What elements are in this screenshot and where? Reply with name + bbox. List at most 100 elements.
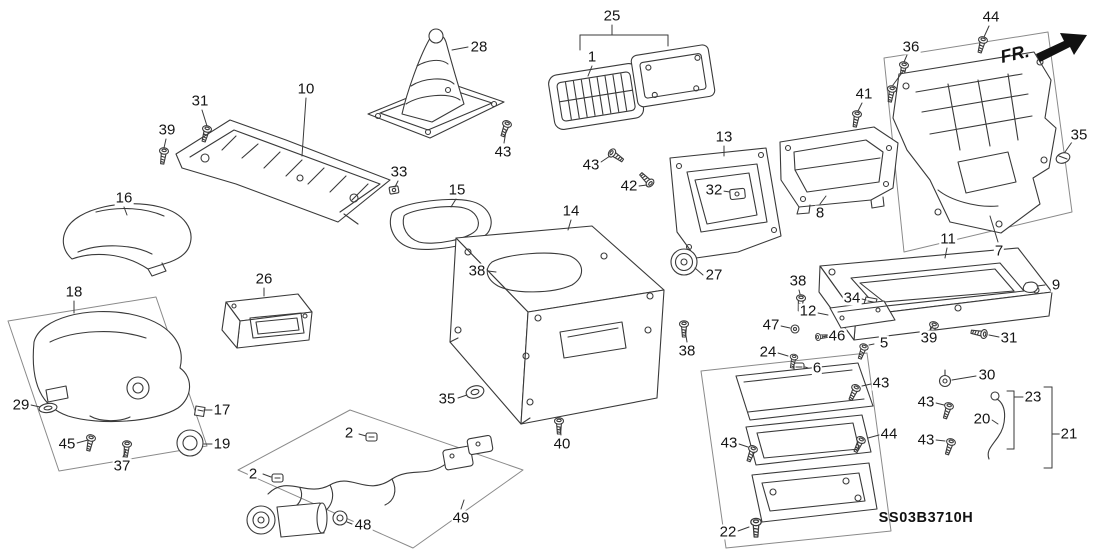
part-label-20: 20: [972, 410, 992, 428]
part-label-44: 44: [879, 425, 899, 443]
leader-line: [262, 473, 272, 478]
lid-group-box: [700, 352, 892, 549]
part-label-1: 1: [586, 48, 598, 66]
part-label-25: 25: [602, 7, 622, 25]
clip-33-icon: [388, 185, 400, 195]
leader-line: [450, 198, 457, 208]
leader-line: [989, 215, 999, 243]
part-label-38: 38: [677, 342, 697, 360]
part-label-35: 35: [437, 390, 457, 408]
clip-17-drawing: [193, 405, 206, 418]
part-label-35: 35: [1069, 126, 1089, 144]
part-label-13: 13: [714, 128, 734, 146]
leader-line: [817, 312, 829, 316]
cord-20-drawing: [987, 391, 1006, 460]
part-label-12: 12: [798, 302, 818, 320]
leader-line: [559, 427, 562, 436]
part-label-33: 33: [389, 163, 409, 181]
part-label-10: 10: [296, 80, 316, 98]
part-label-30: 30: [977, 366, 997, 384]
grommet-35-drawing: [465, 385, 485, 399]
leader-lines: [30, 24, 1073, 532]
part-label-45: 45: [57, 435, 77, 453]
leader-line: [457, 394, 468, 399]
screw-41-icon: [849, 109, 863, 129]
washer-47-drawing: [790, 324, 800, 334]
leader-line: [777, 352, 789, 357]
part-label-7: 7: [993, 242, 1005, 260]
leader-line: [944, 247, 948, 259]
leader-line: [935, 439, 946, 442]
leader-line: [991, 419, 999, 425]
clip-2-drawing: [365, 432, 378, 442]
part-label-42: 42: [619, 177, 639, 195]
leader-line: [1036, 284, 1046, 287]
leader-line: [487, 270, 497, 273]
lid-tray-drawing: [745, 414, 872, 466]
part-label-36: 36: [901, 38, 921, 56]
harness-49-drawing: [267, 434, 494, 514]
screw-43-icon: [942, 437, 957, 457]
fr-arrow-icon: [1036, 33, 1087, 62]
screw-39-icon: [157, 146, 170, 166]
part-label-28: 28: [469, 38, 489, 56]
leader-line: [903, 54, 908, 63]
part-label-8: 8: [814, 204, 826, 222]
fr-arrow: FR.: [998, 33, 1087, 67]
part-label-32: 32: [704, 181, 724, 199]
screw-5-icon: [855, 342, 870, 361]
center-vent-drawing: [548, 63, 645, 130]
heater-garnish-drawing: [175, 119, 391, 225]
part-label-9: 9: [1050, 276, 1062, 294]
cap-27-drawing: [670, 248, 698, 276]
lid-base-drawing: [751, 462, 878, 523]
shift-boot-drawing: [367, 28, 505, 139]
rear-panel-group-box: [883, 31, 1073, 253]
part-label-43: 43: [916, 431, 936, 449]
part-label-43: 43: [493, 143, 513, 161]
column-cover-lower-drawing: [32, 311, 191, 423]
leader-line: [798, 289, 801, 295]
part-label-15: 15: [447, 181, 467, 199]
leader-line: [868, 343, 875, 346]
leader-line: [694, 267, 704, 276]
leader-line: [346, 521, 353, 525]
screw-37-icon: [120, 439, 133, 458]
part-label-19: 19: [212, 435, 232, 453]
leader-line: [684, 329, 688, 343]
diagram-code: SS03B3710H: [878, 510, 974, 526]
leader-line: [638, 184, 648, 187]
pocket-26-drawing: [221, 293, 313, 349]
part-label-21: 21: [1059, 425, 1079, 443]
leader-line: [988, 334, 1000, 338]
leader-line: [819, 195, 827, 205]
part-label-48: 48: [353, 516, 373, 534]
part-label-46: 46: [827, 327, 847, 345]
cigarette-lighter-48-drawing: [246, 502, 348, 538]
leader-line: [76, 439, 89, 444]
part-label-43: 43: [871, 374, 891, 392]
rear-tray-11-drawing: [818, 247, 1053, 341]
leader-line: [722, 190, 731, 193]
leader-line: [935, 402, 945, 406]
leader-line: [460, 499, 465, 510]
leader-line: [301, 97, 307, 157]
clip-2-drawing: [271, 473, 284, 483]
part-label-34: 34: [842, 289, 862, 307]
leader-line: [929, 325, 934, 331]
part-label-31: 31: [999, 329, 1019, 347]
part-label-43: 43: [581, 156, 601, 174]
leader-line: [861, 383, 872, 387]
bracket-8-drawing: [779, 126, 899, 215]
leader-line: [122, 449, 127, 458]
screw-31-icon: [969, 326, 989, 340]
leader-line: [861, 298, 867, 301]
part-label-2: 2: [247, 465, 259, 483]
leader-line: [451, 46, 469, 51]
column-cover-group-box: [7, 296, 208, 472]
part-label-27: 27: [704, 266, 724, 284]
plate-12-drawing: [829, 300, 896, 329]
part-label-44: 44: [981, 8, 1001, 26]
